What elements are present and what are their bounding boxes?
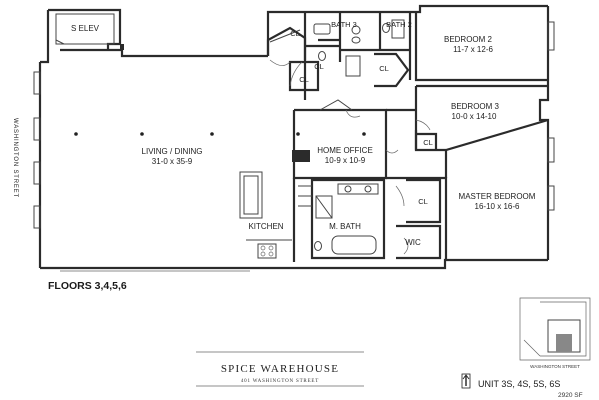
- label-kitchen: KITCHEN: [248, 222, 283, 231]
- label-bedroom-2: BEDROOM 2: [444, 35, 493, 44]
- label-master-bedroom: MASTER BEDROOM: [459, 192, 536, 201]
- dims-master-bedroom: 16-10 x 16-6: [475, 202, 520, 211]
- label-closet: CL: [423, 138, 433, 147]
- dims-bedroom-2: 11-7 x 12-6: [453, 45, 493, 54]
- dims-home-office: 10-9 x 10-9: [325, 156, 366, 165]
- dims-living-dining: 31-0 x 35-9: [152, 157, 193, 166]
- key-plan-street: WASHINGTON STREET: [530, 364, 580, 369]
- floors-label: FLOORS 3,4,5,6: [48, 280, 127, 292]
- north-arrow-icon: [461, 373, 471, 389]
- unit-label: UNIT 3S, 4S, 5S, 6S: [478, 379, 560, 389]
- room-labels: S ELEV BATH 3 BATH 2 BEDROOM 2 11-7 x 12…: [71, 20, 536, 247]
- fixtures: [269, 19, 431, 255]
- label-bath-3: BATH 3: [331, 20, 357, 29]
- label-closet: CL: [314, 62, 324, 71]
- label-bedroom-3: BEDROOM 3: [451, 102, 500, 111]
- interior-walls: [55, 12, 549, 262]
- label-closet: CL: [379, 64, 389, 73]
- label-home-office: HOME OFFICE: [317, 146, 373, 155]
- title-block: SPICE WAREHOUSE 401 WASHINGTON STREET: [196, 351, 364, 387]
- building-address: 401 WASHINGTON STREET: [241, 379, 319, 384]
- label-s-elev: S ELEV: [71, 24, 100, 33]
- label-closet: CL: [299, 75, 309, 84]
- label-living-dining: LIVING / DINING: [142, 147, 203, 156]
- dims-bedroom-3: 10-0 x 14-10: [452, 112, 497, 121]
- label-wic: WIC: [405, 238, 421, 247]
- exterior-walls: [33, 4, 555, 272]
- building-name: SPICE WAREHOUSE: [221, 363, 339, 375]
- label-bath-2: BATH 2: [386, 20, 412, 29]
- label-m-bath: M. BATH: [329, 222, 361, 231]
- street-label: WASHINGTON STREET: [12, 118, 18, 198]
- light-fixtures: [74, 132, 366, 136]
- label-closet: CL: [418, 197, 428, 206]
- unit-area: 2920 SF: [558, 392, 583, 399]
- key-plan: WASHINGTON STREET: [519, 297, 591, 369]
- label-closet: CL: [290, 29, 300, 38]
